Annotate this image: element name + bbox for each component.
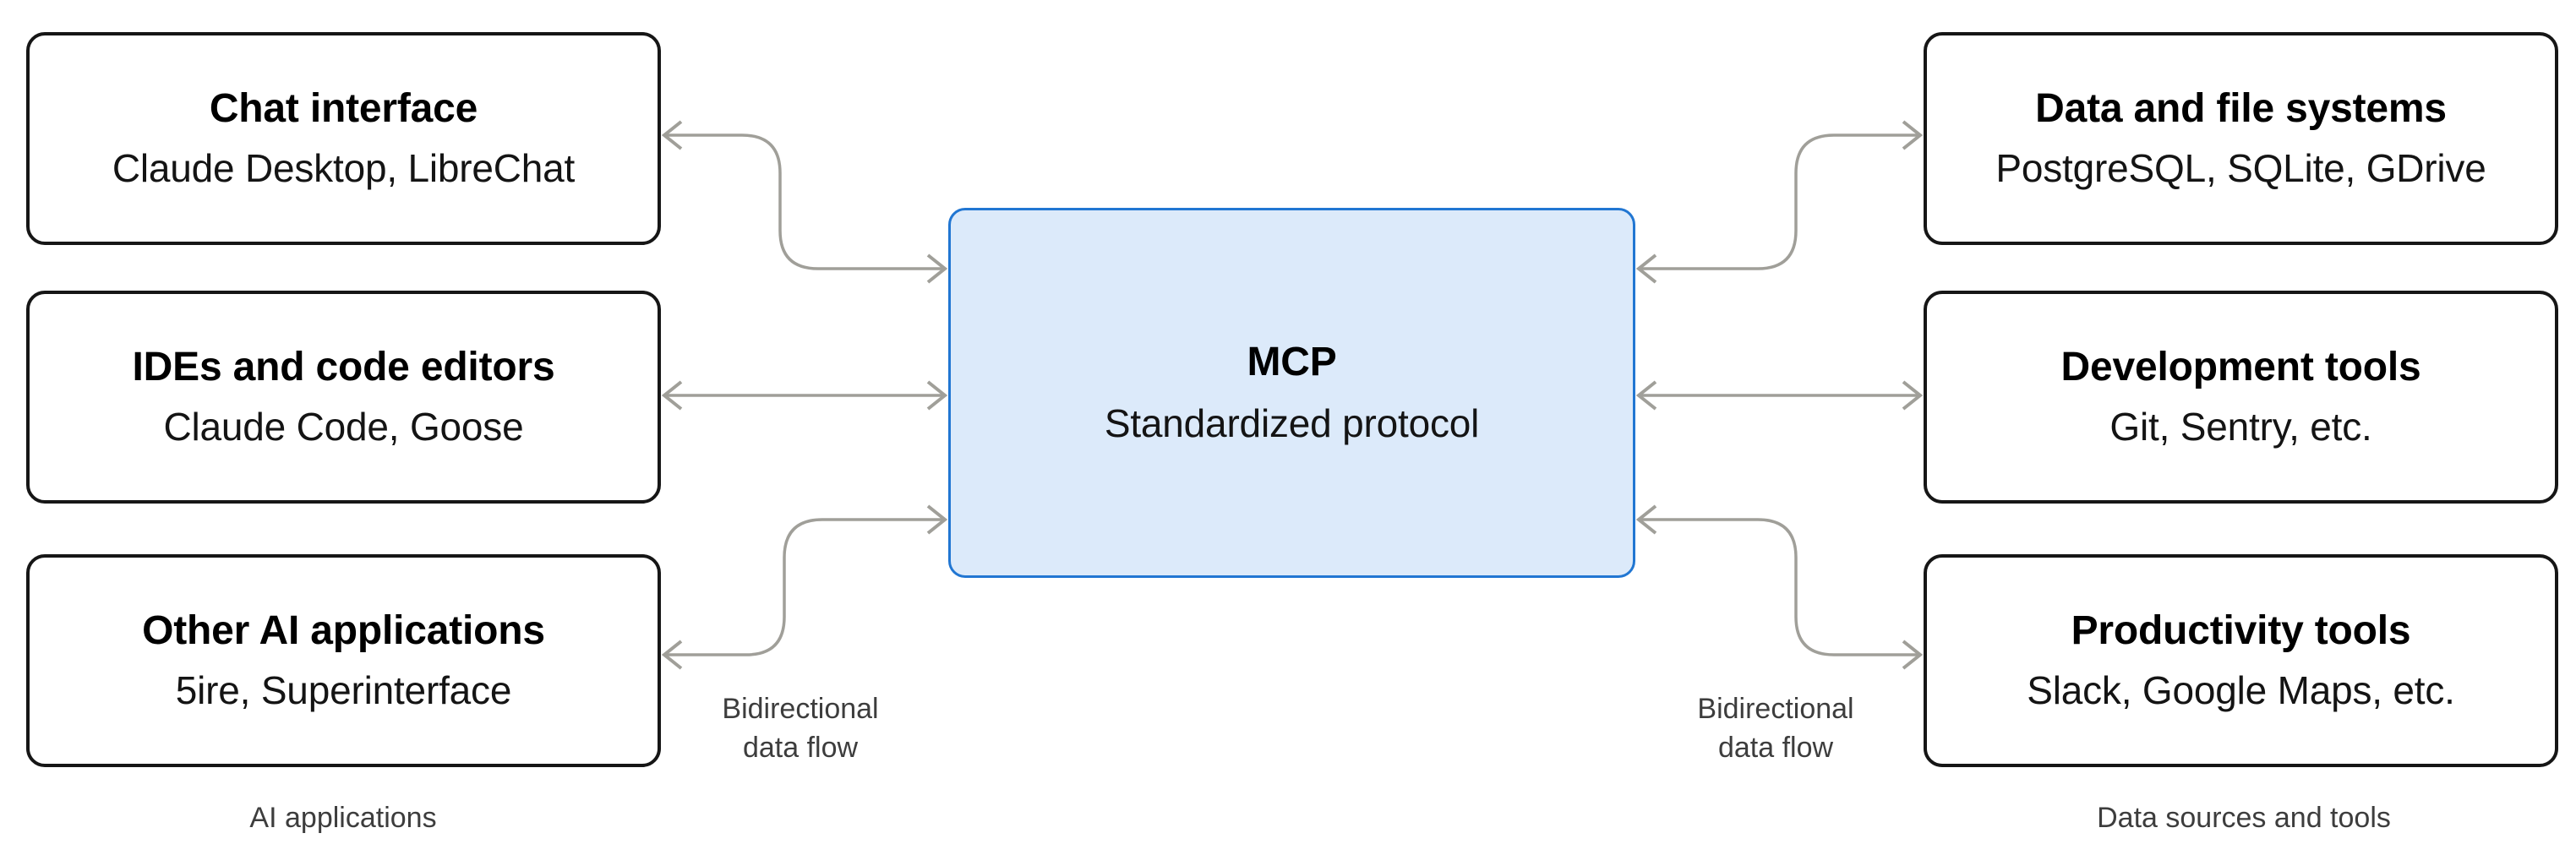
node-productivity-tools: Productivity tools Slack, Google Maps, e…: [1924, 554, 2558, 767]
connector-right-top: [1635, 120, 1924, 284]
node-mcp: MCP Standardized protocol: [948, 208, 1635, 578]
flow-label-line2: data flow: [1717, 732, 1834, 764]
node-title: MCP: [1247, 340, 1337, 384]
node-title: Productivity tools: [2071, 608, 2411, 653]
connector-left-top: [661, 120, 948, 284]
connector-right-bottom: [1635, 504, 1924, 670]
right-column-label: Data sources and tools: [2097, 802, 2391, 834]
node-chat-interface: Chat interface Claude Desktop, LibreChat: [26, 32, 661, 245]
node-other-ai-applications: Other AI applications 5ire, Superinterfa…: [26, 554, 661, 767]
flow-label-line2: data flow: [742, 732, 859, 764]
node-development-tools: Development tools Git, Sentry, etc.: [1924, 291, 2558, 504]
left-flow-label: Bidirectional data flow: [722, 689, 878, 767]
node-subtitle: Claude Desktop, LibreChat: [112, 146, 576, 190]
flow-label-line1: Bidirectional: [722, 693, 879, 725]
right-flow-label: Bidirectional data flow: [1697, 689, 1853, 767]
left-column-label: AI applications: [249, 802, 437, 834]
node-subtitle: Git, Sentry, etc.: [2109, 405, 2372, 449]
node-subtitle: Claude Code, Goose: [163, 405, 524, 449]
node-subtitle: PostgreSQL, SQLite, GDrive: [1995, 146, 2486, 190]
node-subtitle: 5ire, Superinterface: [175, 668, 512, 712]
node-title: Development tools: [2060, 345, 2421, 389]
node-title: IDEs and code editors: [132, 345, 555, 389]
node-title: Chat interface: [209, 86, 478, 131]
node-title: Other AI applications: [142, 608, 545, 653]
node-data-file-systems: Data and file systems PostgreSQL, SQLite…: [1924, 32, 2558, 245]
node-ides-code-editors: IDEs and code editors Claude Code, Goose: [26, 291, 661, 504]
flow-label-line1: Bidirectional: [1697, 693, 1854, 725]
node-subtitle: Slack, Google Maps, etc.: [2027, 668, 2455, 712]
node-subtitle: Standardized protocol: [1104, 401, 1480, 445]
connector-left-bottom: [661, 504, 948, 670]
node-title: Data and file systems: [2035, 86, 2447, 131]
